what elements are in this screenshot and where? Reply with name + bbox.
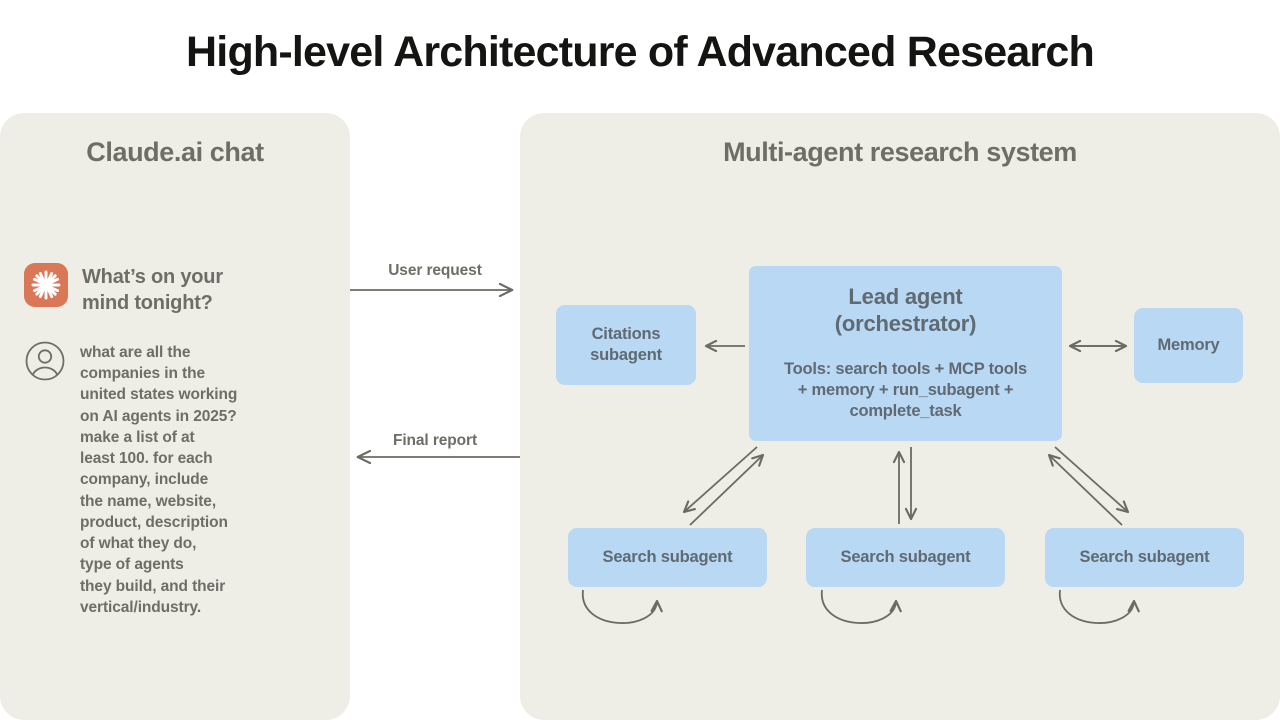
user-avatar-icon [24, 340, 66, 382]
node-memory-label: Memory [1157, 336, 1220, 354]
node-search-subagent-3[interactable]: Search subagent [1045, 528, 1244, 587]
claude-chat-panel [0, 113, 350, 720]
chat-user-message-row: what are all the companies in the united… [24, 340, 334, 618]
node-lead-agent[interactable]: Lead agent (orchestrator) Tools: search … [749, 266, 1062, 441]
chat-greeting-text: What’s on your mind tonight? [82, 266, 223, 314]
node-citations-subagent-label: Citations subagent [590, 324, 662, 364]
claude-chat-panel-heading: Claude.ai chat [86, 137, 264, 167]
node-search-subagent-1[interactable]: Search subagent [568, 528, 767, 587]
multi-agent-system-panel-heading: Multi-agent research system [723, 137, 1077, 167]
node-search-subagent-1-label: Search subagent [602, 548, 733, 566]
node-memory[interactable]: Memory [1134, 308, 1243, 383]
flow-label-final-report: Final report [392, 432, 478, 449]
node-citations-subagent[interactable]: Citations subagent [556, 305, 696, 385]
node-search-subagent-2-label: Search subagent [840, 548, 971, 566]
node-search-subagent-3-label: Search subagent [1079, 548, 1210, 566]
chat-greeting-row: What’s on your mind tonight? [24, 263, 324, 316]
claude-starburst-icon [24, 263, 68, 307]
node-lead-agent-title: Lead agent (orchestrator) [834, 284, 977, 336]
node-search-subagent-2[interactable]: Search subagent [806, 528, 1005, 587]
page-title: High-level Architecture of Advanced Rese… [186, 28, 1095, 76]
chat-user-message-text: what are all the companies in the united… [80, 344, 238, 616]
flow-label-user-request: User request [388, 262, 482, 279]
node-lead-agent-tools: Tools: search tools + MCP tools + memory… [783, 360, 1028, 421]
